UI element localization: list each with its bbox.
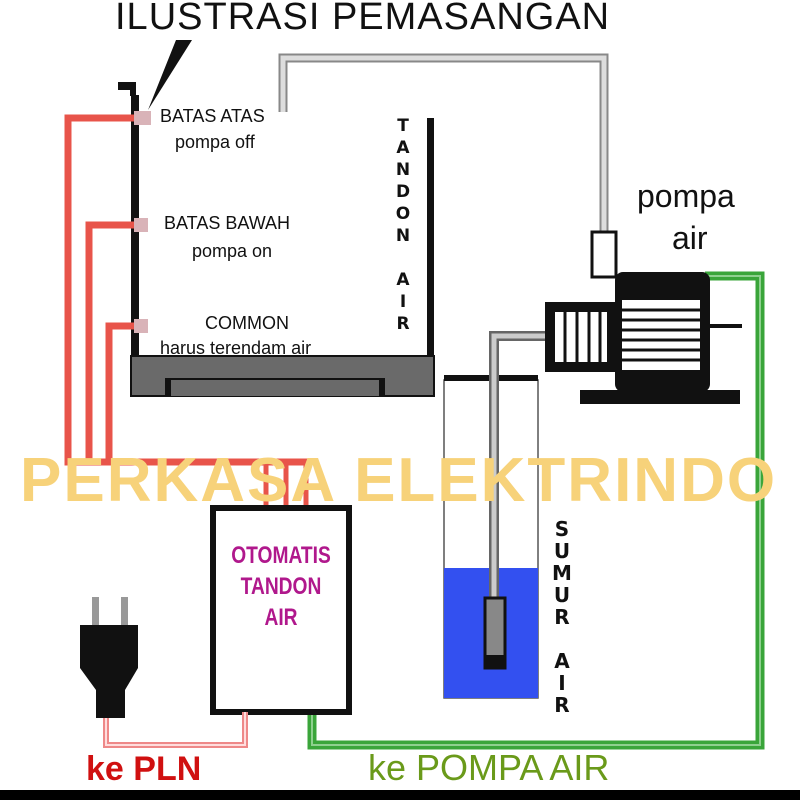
pointer-icon	[148, 40, 192, 110]
sensor-bottom-note: pompa on	[192, 241, 273, 261]
sensor-common-note: harus terendam air	[160, 338, 312, 358]
pump-label-line1: pompa	[637, 178, 735, 214]
bottom-bar	[0, 790, 800, 800]
power-plug-icon	[80, 597, 138, 718]
water-pump-icon	[545, 230, 742, 404]
controller-label-line1: OTOMATIS	[231, 542, 331, 569]
plug-cable	[103, 712, 248, 748]
foot-valve	[483, 596, 507, 670]
water-tank	[118, 82, 435, 397]
sensor-bottom-name: BATAS BAWAH	[164, 213, 291, 233]
sensor-common-name: COMMON	[205, 313, 289, 333]
outlet-pipe	[278, 53, 609, 235]
pump-label-line2: air	[672, 220, 708, 256]
controller-label-line3: AIR	[264, 604, 298, 631]
sensor-probes	[134, 111, 151, 333]
diagram-title: ILUSTRASI PEMASANGAN	[115, 0, 611, 38]
watermark: PERKASA ELEKTRINDO	[20, 446, 778, 515]
to-pln-label: ke PLN	[86, 750, 202, 788]
sensor-top-note: pompa off	[175, 132, 255, 152]
controller-label-line2: TANDON	[240, 573, 322, 600]
sensor-top-name: BATAS ATAS	[160, 106, 265, 126]
controller-label: OTOMATIS TANDON AIR	[229, 540, 333, 633]
to-pump-label: ke POMPA AIR	[368, 747, 610, 788]
sensor-wires	[64, 114, 309, 508]
controller-box	[210, 505, 352, 715]
